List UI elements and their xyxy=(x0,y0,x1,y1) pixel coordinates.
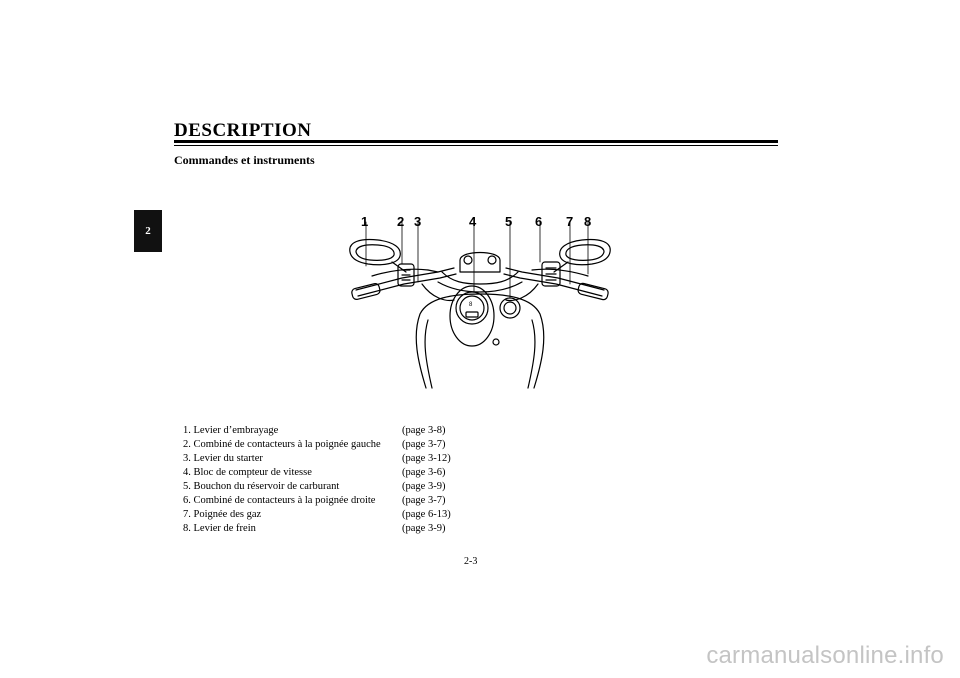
right-grip xyxy=(577,282,609,301)
legend-label: 7. Poignée des gaz xyxy=(183,509,262,520)
clutch-lever xyxy=(371,268,429,277)
legend-page-ref: (page 6-13) xyxy=(402,509,451,520)
callout-6: 6 xyxy=(535,214,542,229)
legend-label: 6. Combiné de contacteurs à la poignée d… xyxy=(183,495,376,506)
page-number: 2-3 xyxy=(464,556,478,567)
header-title: DESCRIPTION xyxy=(174,120,312,141)
legend-item: 4. Bloc de compteur de vitesse (page 3-6… xyxy=(183,466,451,480)
right-switch-box xyxy=(541,261,561,287)
left-grip xyxy=(351,283,381,300)
legend-page-ref: (page 3-9) xyxy=(402,481,446,492)
legend-page-ref: (page 3-12) xyxy=(402,453,451,464)
header-rule-thin xyxy=(174,145,778,146)
callout-3: 3 xyxy=(414,214,421,229)
legend-label: 1. Levier d’embrayage xyxy=(183,425,279,436)
right-mirror xyxy=(559,238,611,266)
speedometer xyxy=(455,291,489,325)
handlebar-left xyxy=(355,267,455,291)
callout-7: 7 xyxy=(566,214,573,229)
callout-5: 5 xyxy=(505,214,512,229)
legend-page-ref: (page 3-9) xyxy=(402,523,446,534)
callout-1: 1 xyxy=(361,214,368,229)
legend-item: 2. Combiné de contacteurs à la poignée g… xyxy=(183,438,451,452)
legend-item: 3. Levier du starter (page 3-12) xyxy=(183,452,451,466)
callout-2: 2 xyxy=(397,214,404,229)
legend-page-ref: (page 3-7) xyxy=(402,495,446,506)
watermark: carmanualsonline.info xyxy=(706,642,944,669)
legend-page-ref: (page 3-7) xyxy=(402,439,446,450)
speedometer-housing xyxy=(449,285,495,347)
brake-lever xyxy=(531,268,589,277)
callout-8: 8 xyxy=(584,214,591,229)
fuel-tank xyxy=(415,293,545,389)
legend-item: 8. Levier de frein (page 3-9) xyxy=(183,522,451,536)
legend-item: 1. Levier d’embrayage (page 3-8) xyxy=(183,424,451,438)
callout-4: 4 xyxy=(469,214,477,229)
legend-label: 8. Levier de frein xyxy=(183,523,256,534)
header-rule xyxy=(174,140,778,143)
legend-item: 6. Combiné de contacteurs à la poignée d… xyxy=(183,494,451,508)
speedometer-label: 8 xyxy=(469,302,473,308)
callout-legend: 1. Levier d’embrayage (page 3-8) 2. Comb… xyxy=(183,424,451,536)
legend-item: 5. Bouchon du réservoir de carburant (pa… xyxy=(183,480,451,494)
chapter-tab: 2 xyxy=(134,210,162,252)
legend-item: 7. Poignée des gaz (page 6-13) xyxy=(183,508,451,522)
section-heading: Commandes et instruments xyxy=(174,153,315,167)
legend-page-ref: (page 3-6) xyxy=(402,467,446,478)
legend-page-ref: (page 3-8) xyxy=(402,425,446,436)
handlebar-illustration: 1 2 3 4 5 6 7 8 8 xyxy=(349,214,611,389)
legend-label: 3. Levier du starter xyxy=(183,453,263,464)
left-switch-box xyxy=(397,263,415,287)
legend-label: 5. Bouchon du réservoir de carburant xyxy=(183,481,340,492)
left-mirror xyxy=(349,238,401,266)
legend-label: 4. Bloc de compteur de vitesse xyxy=(183,467,312,478)
legend-label: 2. Combiné de contacteurs à la poignée g… xyxy=(183,439,381,450)
